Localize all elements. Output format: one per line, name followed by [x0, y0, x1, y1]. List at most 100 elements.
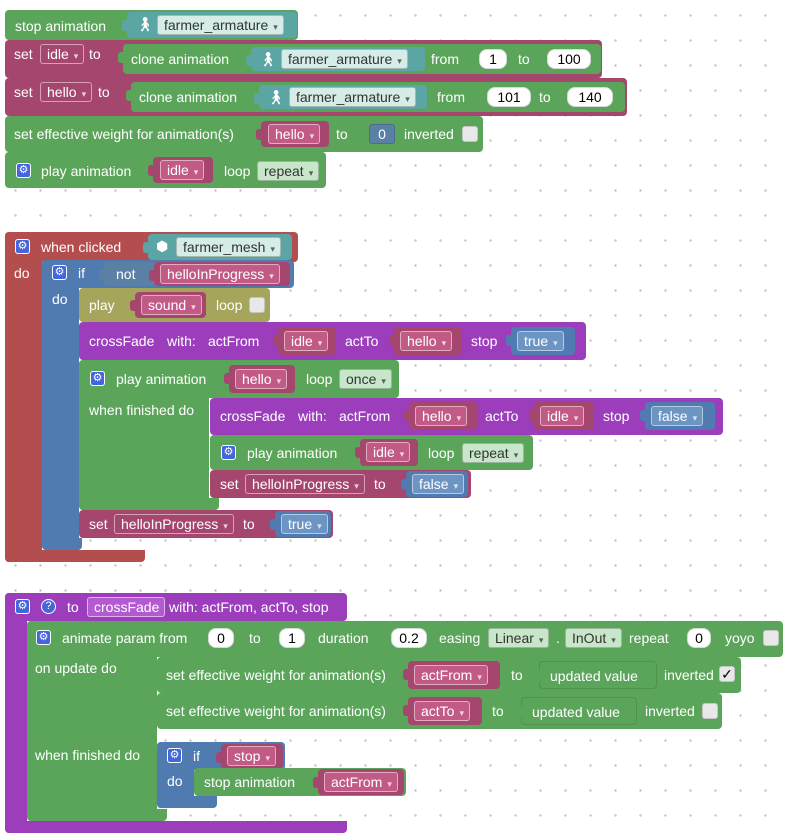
false-dropdown[interactable]: false — [651, 406, 704, 426]
armature-input[interactable]: 🚶︎ farmer_armature — [254, 85, 427, 109]
var-hello-dropdown[interactable]: hello — [40, 82, 93, 102]
set-hello-block[interactable]: set hello to clone animation 🚶︎ farmer_a… — [5, 78, 627, 116]
crossfade-call-block[interactable]: crossFade with: actFrom idle actTo hello… — [79, 322, 586, 360]
crossfade-call-block[interactable]: crossFade with: actFrom hello actTo idle… — [210, 398, 723, 435]
gear-icon[interactable]: ⚙ — [167, 748, 182, 763]
actfrom-dropdown[interactable]: actFrom — [324, 772, 398, 792]
play-animation-hello-block[interactable]: ⚙ play animation hello loop once when fi… — [79, 360, 399, 510]
var-hello-dropdown[interactable]: hello — [268, 124, 321, 144]
repeat-number[interactable]: 0 — [687, 628, 711, 648]
true-dropdown[interactable]: true — [517, 331, 564, 351]
clone-from-number[interactable]: 1 — [479, 49, 507, 69]
gear-icon[interactable]: ⚙ — [221, 445, 236, 460]
idle-dropdown[interactable]: idle — [284, 331, 329, 351]
set-weight-block[interactable]: set effective weight for animation(s) he… — [5, 116, 483, 152]
set-progress-true-block[interactable]: set helloInProgress to true — [79, 510, 333, 538]
stop-animation-block[interactable]: stop animation actFrom — [194, 768, 406, 796]
var-idle-dropdown[interactable]: idle — [160, 160, 205, 180]
function-name-field[interactable]: crossFade — [87, 597, 166, 617]
clone-to-number[interactable]: 140 — [567, 87, 613, 107]
mesh-dropdown[interactable]: farmer_mesh — [176, 237, 281, 257]
actto-var-input[interactable]: hello — [389, 327, 462, 355]
armature-input[interactable]: 🚶︎ farmer_armature — [122, 12, 297, 38]
if-block[interactable]: ⚙ if not helloInProgress do — [42, 260, 294, 550]
hello-dropdown[interactable]: hello — [415, 406, 468, 426]
progress-var-dropdown[interactable]: helloInProgress — [245, 474, 365, 494]
from-number[interactable]: 0 — [208, 628, 234, 648]
hello-dropdown[interactable]: hello — [235, 369, 288, 389]
easing-mode-dropdown[interactable]: InOut — [565, 628, 622, 648]
gear-icon[interactable]: ⚙ — [15, 599, 30, 614]
updated-value-input[interactable]: updated value — [517, 697, 637, 725]
sound-var-input[interactable]: sound — [130, 292, 206, 318]
stop-bool-input[interactable]: false — [640, 402, 715, 430]
actto-var-input[interactable]: idle — [529, 402, 594, 430]
animation-var-input[interactable]: hello — [224, 365, 295, 393]
loop-checkbox[interactable] — [249, 297, 265, 313]
play-animation-block[interactable]: ⚙ play animation idle loop repeat — [5, 152, 326, 188]
bool-input[interactable]: true — [270, 511, 331, 537]
clone-animation-block[interactable]: clone animation 🚶︎ farmer_armature from … — [118, 44, 601, 74]
animation-var-input[interactable]: idle — [148, 157, 213, 183]
armature-dropdown[interactable]: farmer_armature — [157, 15, 284, 35]
armature-dropdown[interactable]: farmer_armature — [281, 49, 408, 69]
true-dropdown[interactable]: true — [281, 514, 328, 534]
actfrom-var-input[interactable]: idle — [273, 327, 336, 355]
armature-dropdown[interactable]: farmer_armature — [289, 87, 416, 107]
clone-from-number[interactable]: 101 — [487, 87, 531, 107]
progress-var-input[interactable]: helloInProgress — [149, 262, 290, 286]
if-stop-block[interactable]: ⚙ if stop do — [157, 742, 285, 808]
stop-var-input[interactable]: stop — [216, 744, 283, 768]
animate-param-block[interactable]: ⚙ animate param from 0 to 1 duration 0.2… — [27, 621, 783, 821]
gear-icon[interactable]: ⚙ — [36, 630, 51, 645]
animation-var-input[interactable]: actTo — [403, 697, 482, 725]
stop-dropdown[interactable]: stop — [227, 746, 276, 766]
gear-icon[interactable]: ⚙ — [15, 239, 30, 254]
set-idle-block[interactable]: set idle to clone animation 🚶︎ farmer_ar… — [5, 40, 602, 78]
idle-dropdown[interactable]: idle — [540, 406, 585, 426]
mesh-input[interactable]: ⬢ farmer_mesh — [143, 234, 292, 260]
sound-dropdown[interactable]: sound — [141, 295, 202, 315]
set-weight-actfrom-block[interactable]: set effective weight for animation(s) ac… — [157, 657, 741, 693]
play-sound-block[interactable]: play sound loop — [79, 288, 270, 322]
loop-mode-dropdown[interactable]: once — [339, 369, 392, 389]
when-clicked-event-block[interactable]: ⚙ when clicked ⬢ farmer_mesh do — [5, 232, 298, 562]
set-progress-false-block[interactable]: set helloInProgress to false — [210, 470, 471, 498]
updated-value-input[interactable]: updated value — [535, 661, 657, 689]
progress-var-dropdown[interactable]: helloInProgress — [114, 514, 234, 534]
bool-input[interactable]: false — [401, 471, 468, 497]
actfrom-var-input[interactable]: hello — [404, 402, 477, 430]
gear-icon[interactable]: ⚙ — [16, 163, 31, 178]
animation-var-input[interactable]: idle — [355, 439, 418, 466]
not-block[interactable]: not helloInProgress — [99, 262, 292, 286]
var-idle-dropdown[interactable]: idle — [40, 44, 85, 64]
inverted-checkbox[interactable] — [702, 703, 718, 719]
easing-type-dropdown[interactable]: Linear — [488, 628, 550, 648]
animation-var-input[interactable]: actFrom — [313, 769, 404, 795]
actfrom-dropdown[interactable]: actFrom — [414, 665, 488, 685]
animation-var-input[interactable]: hello — [256, 121, 329, 147]
actto-dropdown[interactable]: actTo — [414, 701, 470, 721]
inverted-checkbox[interactable] — [462, 126, 478, 142]
set-weight-actto-block[interactable]: set effective weight for animation(s) ac… — [157, 693, 722, 729]
idle-dropdown[interactable]: idle — [366, 442, 411, 462]
loop-mode-dropdown[interactable]: repeat — [462, 443, 525, 463]
inverted-checkbox[interactable]: ✓ — [719, 666, 735, 682]
progress-var-dropdown[interactable]: helloInProgress — [160, 264, 280, 284]
clone-to-number[interactable]: 100 — [547, 49, 591, 69]
armature-input[interactable]: 🚶︎ farmer_armature — [246, 47, 425, 71]
stop-bool-input[interactable]: true — [506, 327, 575, 355]
question-icon[interactable]: ? — [41, 599, 56, 614]
to-number[interactable]: 1 — [279, 628, 305, 648]
weight-number[interactable]: 0 — [369, 124, 395, 144]
loop-mode-dropdown[interactable]: repeat — [257, 161, 320, 181]
yoyo-checkbox[interactable] — [763, 630, 779, 646]
hello-dropdown[interactable]: hello — [400, 331, 453, 351]
animation-var-input[interactable]: actFrom — [403, 661, 500, 689]
false-dropdown[interactable]: false — [412, 474, 465, 494]
crossfade-function-definition[interactable]: ⚙ ? to crossFade with: actFrom, actTo, s… — [5, 593, 347, 833]
stop-animation-block[interactable]: stop animation 🚶︎ farmer_armature — [5, 10, 298, 40]
play-animation-idle-block[interactable]: ⚙ play animation idle loop repeat — [210, 435, 533, 470]
duration-number[interactable]: 0.2 — [391, 628, 427, 648]
gear-icon[interactable]: ⚙ — [90, 371, 105, 386]
